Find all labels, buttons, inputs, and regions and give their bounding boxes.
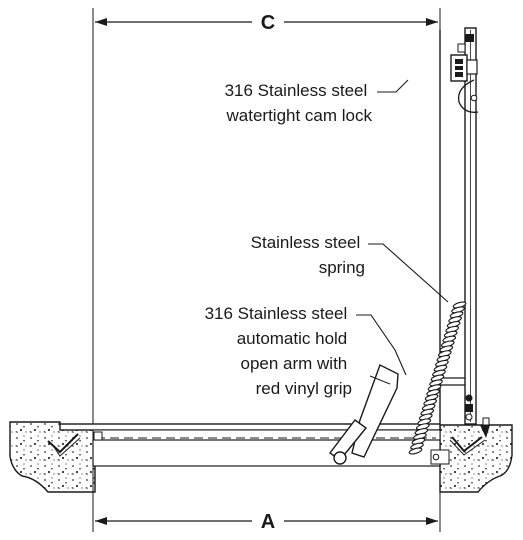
dimension-a-label: A <box>261 511 275 533</box>
callout-arm-line-2: automatic hold <box>237 329 348 348</box>
callout-spring-line-2: spring <box>319 258 365 277</box>
spring-coil <box>408 447 423 455</box>
hatch-frame-channel <box>59 423 450 467</box>
callout-cam-lock-line-2: watertight cam lock <box>226 106 373 125</box>
callout-hold-open-arm: 316 Stainless steel automatic hold open … <box>205 304 352 398</box>
cam-lock <box>450 54 479 113</box>
dimension-c-label: C <box>261 12 275 34</box>
callout-spring: Stainless steel spring <box>251 233 365 277</box>
callout-arm-line-3: open arm with <box>240 354 347 373</box>
concrete-slab-right <box>439 424 513 493</box>
callout-cam-lock-line-1: 316 Stainless steel <box>225 81 368 100</box>
callout-cam-lock: 316 Stainless steel watertight cam lock <box>225 81 373 125</box>
leader-hold-open-arm <box>356 314 407 376</box>
dimension-c: C <box>92 8 441 42</box>
callout-spring-line-1: Stainless steel <box>251 233 361 252</box>
stainless-steel-spring <box>408 301 467 455</box>
dimension-a: A <box>92 466 441 533</box>
callout-arm-line-1: 316 Stainless steel <box>205 304 348 323</box>
leader-cam-lock <box>377 79 409 93</box>
concrete-slab-left <box>9 421 96 493</box>
hold-open-arm <box>329 364 399 465</box>
hinge-hardware <box>465 394 490 438</box>
callout-arm-line-4: red vinyl grip <box>256 379 352 398</box>
leader-spring <box>368 243 449 303</box>
